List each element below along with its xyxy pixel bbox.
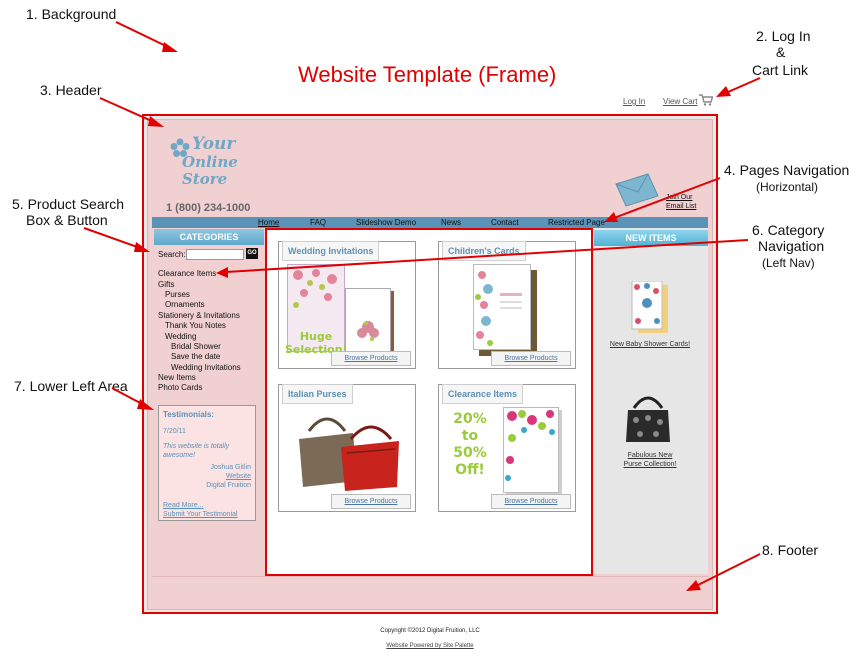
- purse-link-line1: Fabulous New: [627, 452, 673, 459]
- nav-slideshow-demo[interactable]: Slideshow Demo: [356, 218, 417, 227]
- card-title[interactable]: Wedding Invitations: [282, 241, 380, 261]
- category-stationery[interactable]: Stationery & Invitations: [158, 311, 240, 320]
- invitation-card-image: [287, 264, 345, 352]
- callout-and: &: [776, 44, 786, 60]
- view-cart-link[interactable]: View Cart: [663, 97, 698, 106]
- testimonial-quote: This website is totally awesome!: [163, 443, 230, 459]
- new-items-heading: NEW ITEMS: [594, 230, 708, 246]
- callout-category: 6. Category: [752, 222, 825, 238]
- category-ornaments[interactable]: Ornaments: [165, 300, 205, 309]
- copyright-text: Copyright ©2012 Digital Fruition, LLC: [380, 628, 480, 634]
- category-gifts[interactable]: Gifts: [158, 280, 175, 289]
- callout-login: 2. Log In: [756, 28, 811, 44]
- nav-faq[interactable]: FAQ: [310, 218, 327, 227]
- nav-contact[interactable]: Contact: [491, 218, 519, 227]
- search-label: Search:: [158, 250, 186, 259]
- product-card-italian-purses[interactable]: Italian Purses Browse Products: [278, 384, 416, 512]
- read-more-link[interactable]: Read More...: [163, 502, 204, 509]
- logo-line1: Your: [192, 134, 236, 154]
- login-link[interactable]: Log In: [623, 97, 646, 106]
- categories-heading: CATEGORIES: [154, 229, 264, 245]
- submit-testimonial-link[interactable]: Submit Your Testimonial: [163, 511, 238, 518]
- browse-products-button[interactable]: Browse Products: [331, 351, 411, 366]
- purses-image: [295, 409, 405, 491]
- new-baby-shower-link[interactable]: New Baby Shower Cards!: [609, 341, 691, 348]
- category-wedding[interactable]: Wedding: [165, 332, 197, 341]
- phone-number: 1 (800) 234-1000: [166, 202, 251, 214]
- callout-search-2: Box & Button: [26, 212, 108, 228]
- browse-products-button[interactable]: Browse Products: [331, 494, 411, 509]
- logo-line2: Online: [182, 153, 238, 171]
- callout-footer: 8. Footer: [762, 542, 819, 558]
- invitation-image-2: [345, 288, 391, 352]
- category-bridal-shower[interactable]: Bridal Shower: [171, 342, 221, 351]
- purse-collection-image[interactable]: [624, 390, 672, 444]
- join-line1: Join Our: [666, 194, 693, 201]
- testimonial-company: Digital Fruition: [206, 482, 251, 489]
- category-thank-you-notes[interactable]: Thank You Notes: [165, 321, 226, 330]
- callout-leftnav: (Left Nav): [762, 256, 815, 270]
- testimonial-heading: Testimonials:: [163, 410, 214, 419]
- search-go-button[interactable]: GO: [246, 248, 258, 259]
- baby-shower-card-image[interactable]: [630, 280, 670, 335]
- nav-news[interactable]: News: [441, 218, 462, 227]
- product-card-clearance-items[interactable]: Clearance Items 20% to 50% Off! Browse P…: [438, 384, 576, 512]
- category-photo-cards[interactable]: Photo Cards: [158, 383, 203, 392]
- pages-navigation: Home FAQ Slideshow Demo News Contact Res…: [152, 217, 708, 228]
- join-line2: Email List: [666, 203, 697, 210]
- search-input[interactable]: [186, 249, 244, 260]
- nav-home[interactable]: Home: [258, 218, 280, 227]
- category-wedding-invitations[interactable]: Wedding Invitations: [171, 363, 241, 372]
- callout-lower-left: 7. Lower Left Area: [14, 378, 128, 394]
- category-new-items[interactable]: New Items: [158, 373, 196, 382]
- testimonial-date: 7/20/11: [163, 428, 186, 435]
- site-footer: [152, 576, 708, 606]
- product-card-childrens-cards[interactable]: Children's Cards Browse Products: [438, 241, 576, 369]
- flower-icon: [170, 138, 190, 158]
- envelope-icon[interactable]: [614, 172, 660, 208]
- browse-products-button[interactable]: Browse Products: [491, 494, 571, 509]
- callout-header: 3. Header: [40, 82, 102, 98]
- cart-icon[interactable]: [699, 93, 714, 106]
- callout-horizontal: (Horizontal): [756, 180, 819, 194]
- nav-restricted-page[interactable]: Restricted Page: [548, 218, 605, 227]
- clearance-card-image: [503, 407, 559, 493]
- testimonial-author: Joshua Gitlin: [210, 464, 251, 471]
- logo-line3: Store: [182, 170, 228, 188]
- purse-collection-link[interactable]: Fabulous New Purse Collection!: [598, 451, 702, 469]
- category-purses[interactable]: Purses: [165, 290, 190, 299]
- testimonial-box: Testimonials: 7/20/11 This website is to…: [158, 405, 256, 521]
- callout-pages-nav: 4. Pages Navigation: [724, 162, 850, 178]
- card-title[interactable]: Clearance Items: [442, 384, 524, 404]
- card-title[interactable]: Italian Purses: [282, 384, 353, 404]
- powered-by-link[interactable]: Website Powered by Site Palette: [386, 643, 474, 649]
- callout-navigation: Navigation: [758, 238, 825, 254]
- category-save-the-date[interactable]: Save the date: [171, 352, 221, 361]
- purse-link-line2: Purse Collection!: [623, 461, 677, 468]
- card-title[interactable]: Children's Cards: [442, 241, 526, 261]
- category-clearance-items[interactable]: Clearance Items: [158, 269, 217, 278]
- callout-search: 5. Product Search: [12, 196, 125, 212]
- join-email-link[interactable]: Join Our Email List: [666, 193, 696, 211]
- promo-clearance: 20% to 50% Off!: [453, 411, 487, 478]
- callout-background: 1. Background: [26, 6, 117, 22]
- product-card-wedding-invitations[interactable]: Wedding Invitations Huge Selection! Brow…: [278, 241, 416, 369]
- childrens-card-image: [473, 264, 531, 350]
- callout-cart: Cart Link: [752, 62, 809, 78]
- testimonial-website-link[interactable]: Website: [225, 473, 251, 480]
- browse-products-button[interactable]: Browse Products: [491, 351, 571, 366]
- page-title: Website Template (Frame): [298, 62, 557, 87]
